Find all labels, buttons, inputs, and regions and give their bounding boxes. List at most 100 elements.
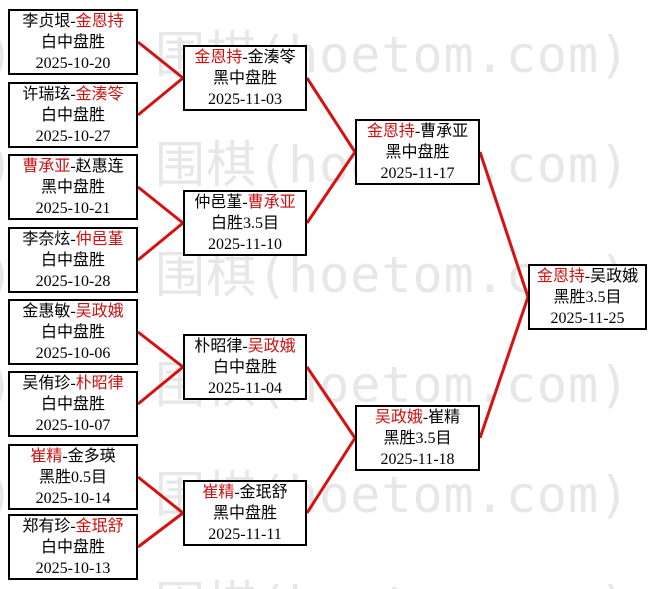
match-date: 2025-10-13 [35, 559, 111, 577]
match-box: 郑有珍-金珉舒 白中盘胜 2025-10-13 [8, 514, 138, 580]
player-separator: - [234, 483, 240, 501]
player-name: 金恩持 [536, 267, 585, 285]
player-name: 金湊笭 [247, 48, 296, 66]
player-separator: - [242, 48, 248, 66]
player-name: 金珉舒 [239, 483, 288, 501]
player-name: 崔精 [202, 483, 235, 501]
match-date: 2025-11-17 [380, 164, 455, 182]
match-box: 李奈炫-仲邑堇 白中盘胜 2025-10-28 [8, 227, 138, 293]
match-date: 2025-10-06 [35, 344, 111, 362]
player-name: 赵惠连 [75, 157, 124, 175]
match-result: 黑中盘胜 [40, 178, 105, 196]
match-players: 朴昭律-吴政娥 [194, 336, 295, 357]
match-box: 金惠敏-吴政娥 白中盘胜 2025-10-06 [8, 299, 138, 365]
match-players: 吴侑珍-朴昭律 [22, 373, 123, 394]
player-separator: - [70, 374, 76, 392]
match-players: 仲邑堇-曹承亚 [194, 192, 295, 213]
match-box: 曹承亚-赵惠连 黑中盘胜 2025-10-21 [8, 154, 138, 220]
player-separator: - [242, 337, 248, 355]
match-date: 2025-10-14 [35, 489, 111, 507]
connector-line [137, 475, 184, 515]
player-separator: - [584, 267, 591, 285]
match-date: 2025-10-07 [35, 416, 111, 434]
connector-line [305, 366, 357, 439]
match-date: 2025-11-04 [207, 379, 283, 397]
match-box: 仲邑堇-曹承亚 白胜3.5目 2025-11-10 [183, 190, 307, 256]
player-name: 吴政娥 [247, 337, 296, 355]
match-date: 2025-10-27 [35, 127, 111, 145]
player-separator: - [70, 230, 76, 248]
connector-line [305, 437, 357, 514]
match-players: 金惠敏-吴政娥 [22, 301, 123, 322]
connector-line [478, 151, 530, 298]
player-separator: - [62, 447, 68, 465]
match-box: 李贞垠-金恩持 白中盘胜 2025-10-20 [8, 9, 138, 75]
player-name: 金恩持 [194, 48, 243, 66]
player-name: 吴政娥 [374, 408, 423, 426]
match-result: 黑胜3.5目 [553, 288, 622, 306]
match-date: 2025-10-28 [35, 272, 111, 290]
player-name: 曹承亚 [247, 193, 296, 211]
match-result: 白中盘胜 [40, 323, 105, 341]
match-date: 2025-10-20 [35, 54, 111, 72]
player-separator: - [242, 193, 248, 211]
player-name: 仲邑堇 [75, 230, 124, 248]
match-date: 2025-11-03 [207, 90, 283, 108]
player-separator: - [70, 517, 76, 535]
connector-line [137, 511, 184, 549]
match-date: 2025-11-11 [208, 525, 282, 543]
match-players: 吴政娥-崔精 [375, 407, 460, 428]
match-result: 白胜3.5目 [210, 214, 279, 232]
player-name: 李贞垠 [22, 12, 71, 30]
player-separator: - [70, 12, 76, 30]
player-name: 郑有珍 [22, 517, 71, 535]
player-name: 吴侑珍 [22, 374, 71, 392]
match-date: 2025-11-10 [207, 235, 283, 253]
connector-line [137, 40, 184, 80]
match-box: 许瑞玹-金湊笭 白中盘胜 2025-10-27 [8, 82, 138, 148]
match-box: 吴政娥-崔精 黑胜3.5目 2025-11-18 [355, 405, 480, 471]
player-name: 仲邑堇 [194, 193, 243, 211]
match-result: 白中盘胜 [40, 33, 105, 51]
match-players: 崔精-金多瑛 [30, 446, 115, 467]
connector-line [305, 151, 357, 224]
connector-line [137, 76, 184, 117]
player-name: 许瑞玹 [22, 85, 71, 103]
match-result: 黑中盘胜 [385, 143, 450, 161]
connector-line [137, 330, 184, 369]
player-separator: - [422, 408, 429, 426]
match-players: 金恩持-曹承亚 [367, 121, 468, 142]
match-box: 吴侑珍-朴昭律 白中盘胜 2025-10-07 [8, 371, 138, 437]
player-separator: - [414, 122, 421, 140]
player-name: 曹承亚 [420, 122, 469, 140]
match-players: 许瑞玹-金湊笭 [22, 84, 123, 105]
match-result: 黑胜3.5目 [383, 429, 452, 447]
player-name: 朴昭律 [194, 337, 243, 355]
player-name: 金惠敏 [22, 302, 71, 320]
match-box: 金恩持-吴政娥 黑胜3.5目 2025-11-25 [528, 264, 647, 330]
match-result: 黑胜0.5目 [38, 468, 107, 486]
match-players: 金恩持-金湊笭 [194, 47, 295, 68]
match-box: 金恩持-曹承亚 黑中盘胜 2025-11-17 [355, 119, 480, 185]
connector-line [137, 185, 184, 225]
match-box: 崔精-金珉舒 黑中盘胜 2025-11-11 [183, 480, 307, 546]
connector-line [305, 77, 357, 153]
match-box: 朴昭律-吴政娥 白中盘胜 2025-11-04 [183, 334, 307, 400]
player-name: 崔精 [428, 408, 461, 426]
player-name: 曹承亚 [22, 157, 71, 175]
player-name: 金湊笭 [75, 85, 124, 103]
match-players: 崔精-金珉舒 [202, 482, 287, 503]
match-result: 白中盘胜 [212, 358, 277, 376]
player-name: 朴昭律 [75, 374, 124, 392]
connector-line [478, 296, 530, 439]
player-name: 吴政娥 [590, 267, 639, 285]
player-name: 崔精 [30, 447, 63, 465]
match-players: 金恩持-吴政娥 [537, 266, 638, 287]
match-date: 2025-11-25 [550, 309, 625, 327]
match-players: 李奈炫-仲邑堇 [22, 229, 123, 250]
match-result: 黑中盘胜 [212, 504, 277, 522]
player-separator: - [70, 302, 76, 320]
match-players: 曹承亚-赵惠连 [22, 156, 123, 177]
player-name: 吴政娥 [75, 302, 124, 320]
